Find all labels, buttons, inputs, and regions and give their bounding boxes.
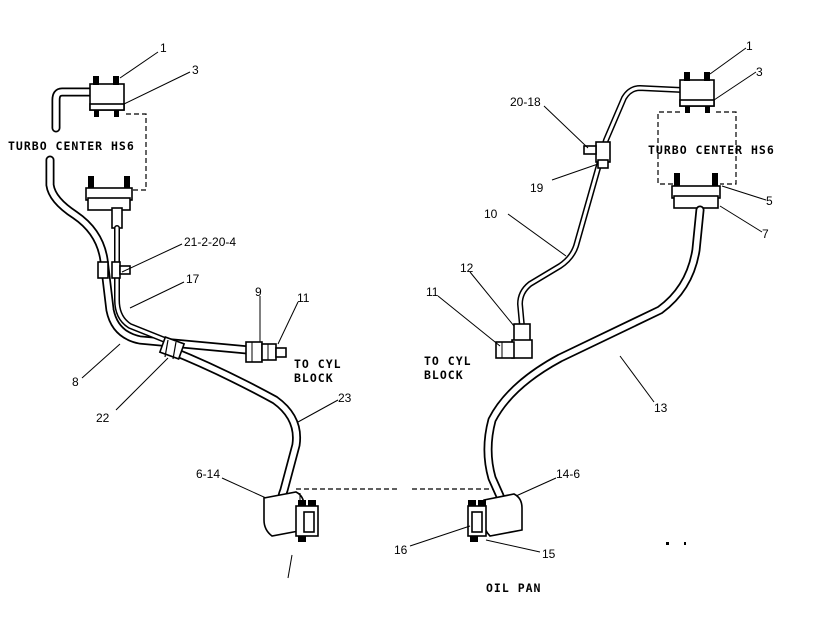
callout-left-11: 11 — [297, 291, 310, 305]
left-clamp-22 — [158, 336, 186, 360]
leader-lines — [81, 47, 767, 553]
callout-right-14-6: 14-6 — [556, 467, 580, 481]
callout-right-12: 12 — [460, 261, 474, 275]
oil-pan-label: OIL PAN — [486, 581, 541, 595]
left-pipe-8 — [45, 155, 253, 355]
speck-mark — [666, 542, 669, 545]
callout-right-7: 7 — [762, 227, 769, 241]
to-cyl-label-left-line2: BLOCK — [294, 371, 334, 385]
callout-numbers: 1 3 21-2-20-4 17 9 11 8 22 23 6-14 1 3 2… — [72, 39, 773, 561]
to-cyl-label-left-line1: TO CYL — [294, 357, 342, 371]
left-turbo-connection-dash — [126, 113, 147, 191]
callout-right-19: 19 — [530, 181, 544, 195]
right-fitting-20-18-19 — [583, 141, 611, 169]
right-turbo-connection-dash-2 — [716, 111, 737, 185]
right-pipe-13 — [483, 205, 705, 501]
callout-left-3: 3 — [192, 63, 199, 77]
callout-right-1: 1 — [746, 39, 753, 53]
right-turbo-connection-dash — [657, 111, 680, 185]
right-upper-turbo-flange — [679, 72, 715, 113]
turbo-center-label-right: TURBO CENTER HS6 — [648, 143, 775, 157]
speck-mark — [684, 542, 686, 545]
callout-right-13: 13 — [654, 401, 668, 415]
callout-left-8: 8 — [72, 375, 79, 389]
callout-left-9: 9 — [255, 285, 262, 299]
right-oil-pan-elbow — [467, 493, 523, 542]
left-fitting-9-11 — [245, 341, 287, 363]
callout-left-21-2-20-4: 21-2-20-4 — [184, 235, 236, 249]
right-fitting-12-11 — [495, 323, 533, 359]
callout-left-1: 1 — [160, 41, 167, 55]
callout-right-5: 5 — [766, 194, 773, 208]
left-upper-turbo-flange — [51, 76, 125, 133]
callout-right-3: 3 — [756, 65, 763, 79]
callout-right-15: 15 — [542, 547, 556, 561]
left-fitting-21 — [97, 261, 131, 279]
callout-left-6-14: 6-14 — [196, 467, 220, 481]
right-lower-turbo-flange — [671, 173, 721, 209]
callout-right-11: 11 — [426, 285, 439, 299]
to-cyl-label-right-line1: TO CYL — [424, 354, 472, 368]
to-cyl-label-right-line2: BLOCK — [424, 368, 464, 382]
callout-left-22: 22 — [96, 411, 110, 425]
right-pipe-10 — [517, 85, 685, 329]
turbo-center-label-left: TURBO CENTER HS6 — [8, 139, 135, 153]
callout-right-20-18: 20-18 — [510, 95, 541, 109]
diagram-labels: TURBO CENTER HS6 TURBO CENTER HS6 TO CYL… — [8, 139, 775, 595]
callout-left-17: 17 — [186, 272, 200, 286]
left-tube-17 — [114, 225, 173, 345]
callout-left-23: 23 — [338, 391, 352, 405]
callout-right-16: 16 — [394, 543, 408, 557]
left-oil-pan-elbow — [263, 491, 319, 542]
left-lower-turbo-flange — [85, 176, 133, 229]
callout-right-10: 10 — [484, 207, 498, 221]
